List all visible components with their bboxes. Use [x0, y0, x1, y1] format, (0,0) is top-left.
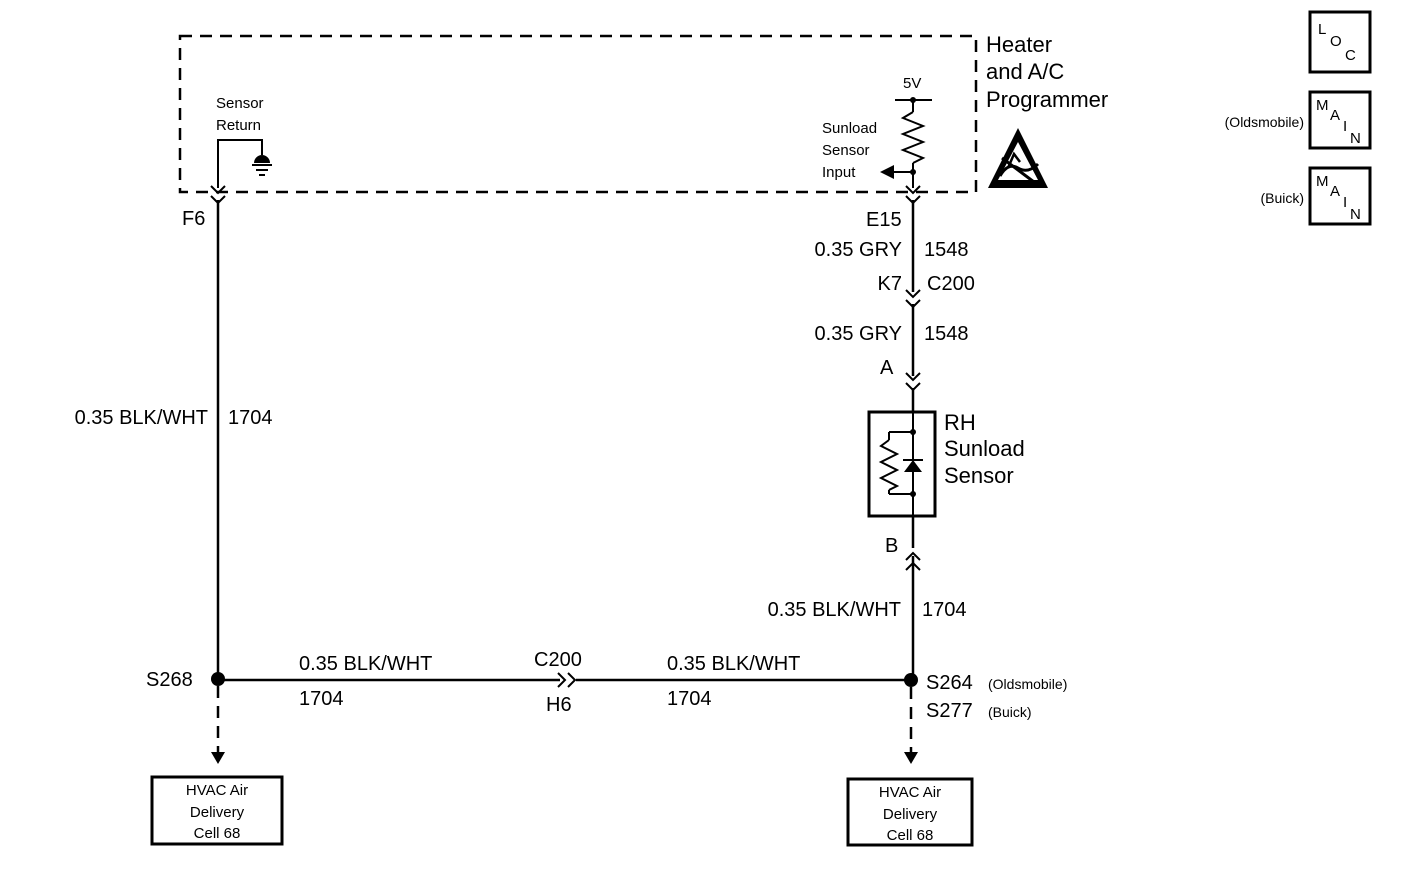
- right-continuation-arrow-icon: [904, 752, 918, 764]
- legend-loc-letter-1: L: [1318, 21, 1326, 38]
- wire-b-splice-color: 0.35 BLK/WHT: [768, 599, 901, 621]
- connector-c200-bottom-label: C200: [534, 649, 582, 671]
- connector-c200-right-label: C200: [927, 273, 975, 295]
- wire-left-color: 0.35 BLK/WHT: [75, 407, 208, 429]
- wire-b-splice-circuit: 1704: [922, 599, 967, 621]
- legend-main-buick-label: (Buick): [1260, 190, 1304, 206]
- sunload-input-circuit: 5V Sunload Sensor Input: [822, 75, 932, 188]
- wire-bottom-right-circuit: 1704: [667, 688, 712, 710]
- ground-symbol-icon: [252, 155, 272, 176]
- legend-main-buick[interactable]: M A I N: [1308, 166, 1372, 226]
- reference-left-line-2: Delivery: [190, 804, 245, 821]
- pin-a-label: A: [880, 357, 894, 379]
- reference-left-line-3: Cell 68: [194, 825, 241, 842]
- connector-c200-bottom-chevron-icon: [557, 672, 577, 688]
- pin-h6-label: H6: [546, 694, 572, 716]
- pin-k7-label: K7: [878, 273, 902, 295]
- sunload-input-label-line-3: Input: [822, 164, 856, 181]
- splice-s277-note: (Buick): [988, 704, 1032, 720]
- legend-main-buick-letter-3: I: [1343, 194, 1347, 211]
- reference-right-line-2: Delivery: [883, 806, 938, 823]
- wire-bottom-right-color: 0.35 BLK/WHT: [667, 653, 800, 675]
- legend-main-buick-letter-4: N: [1350, 206, 1361, 223]
- sunload-input-label-line-2: Sensor: [822, 142, 870, 159]
- wire-k7-a-circuit: 1548: [924, 323, 969, 345]
- sunload-input-label-line-1: Sunload: [822, 120, 877, 137]
- programmer-title-line-3: Programmer: [986, 87, 1108, 112]
- sensor-return-circuit: Sensor Return: [216, 95, 272, 188]
- programmer-module-boundary: [178, 34, 978, 194]
- sensor-resistor-icon: [878, 439, 900, 491]
- splice-s277-label: S277: [926, 700, 973, 722]
- sensor-return-label-line-1: Sensor: [216, 95, 264, 112]
- wire-left-circuit: 1704: [228, 407, 273, 429]
- input-arrow-icon: [880, 165, 894, 179]
- legend-loc-letter-3: C: [1345, 47, 1356, 64]
- legend-main-olds-letter-4: N: [1350, 130, 1361, 147]
- esd-sensitive-icon: [988, 128, 1048, 188]
- splice-s268: [211, 672, 225, 686]
- splice-s264-label: S264: [926, 672, 973, 694]
- legend-loc-letter-2: O: [1330, 33, 1342, 50]
- reference-cell-left[interactable]: HVAC Air Delivery Cell 68: [150, 775, 284, 846]
- photodiode-icon: [904, 460, 922, 472]
- splice-s268-label: S268: [146, 669, 193, 691]
- sensor-return-label-line-2: Return: [216, 117, 261, 134]
- wire-bottom-left-circuit: 1704: [299, 688, 344, 710]
- wire-k7-a-color: 0.35 GRY: [815, 323, 902, 345]
- wire-e15-k7-circuit: 1548: [924, 239, 969, 261]
- sensor-label-line-2: Sunload: [944, 436, 1025, 461]
- legend-main-buick-letter-1: M: [1316, 173, 1329, 190]
- programmer-title-line-1: Heater: [986, 32, 1052, 57]
- reference-right-line-3: Cell 68: [887, 827, 934, 844]
- sensor-label-line-1: RH: [944, 410, 976, 435]
- legend-main-olds-label: (Oldsmobile): [1225, 114, 1304, 130]
- splice-s264: [904, 673, 918, 687]
- reference-left-line-1: HVAC Air: [186, 782, 248, 799]
- reference-cell-right[interactable]: HVAC Air Delivery Cell 68: [846, 777, 974, 847]
- programmer-title-line-2: and A/C: [986, 59, 1064, 84]
- wire-bottom-left-color: 0.35 BLK/WHT: [299, 653, 432, 675]
- voltage-label: 5V: [903, 75, 921, 92]
- left-continuation-arrow-icon: [211, 752, 225, 764]
- legend-main-buick-letter-2: A: [1330, 183, 1340, 200]
- pullup-resistor-icon: [900, 111, 926, 164]
- programmer-title: Heater and A/C Programmer: [986, 32, 1108, 112]
- sensor-label-line-3: Sensor: [944, 463, 1014, 488]
- legend-main-olds[interactable]: M A I N: [1308, 90, 1372, 150]
- legend-main-olds-letter-1: M: [1316, 97, 1329, 114]
- pin-e15-label: E15: [866, 209, 902, 231]
- reference-right-line-1: HVAC Air: [879, 784, 941, 801]
- splice-s264-note: (Oldsmobile): [988, 676, 1067, 692]
- legend-main-olds-letter-3: I: [1343, 118, 1347, 135]
- legend-loc[interactable]: L O C: [1308, 10, 1372, 74]
- pin-b-label: B: [885, 535, 898, 557]
- rh-sunload-sensor: RH Sunload Sensor: [867, 410, 1025, 518]
- wire-e15-k7-color: 0.35 GRY: [815, 239, 902, 261]
- pin-f6-label: F6: [182, 208, 205, 230]
- legend-main-olds-letter-2: A: [1330, 107, 1340, 124]
